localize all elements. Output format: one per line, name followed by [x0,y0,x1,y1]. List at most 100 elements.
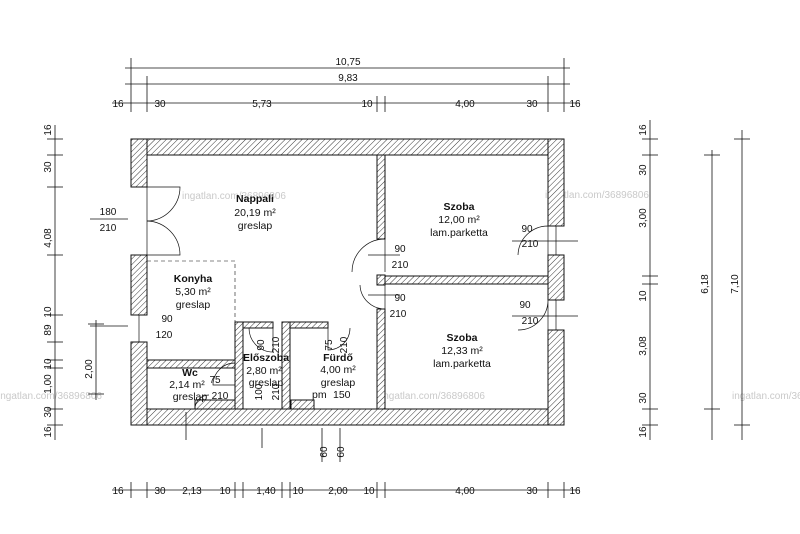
szoba1-window-swing [517,225,549,256]
szoba1-door-swing [351,238,386,273]
dimension-lines [47,58,750,498]
room-eloszoba: Előszoba 2,80 m² greslap [243,352,289,389]
watermark: ingatlan.com/36896806 [545,190,649,201]
dim-overall-width: 10,75 [335,57,360,68]
dim-left: 4,08 [43,228,54,248]
entry-door-swing-1 [146,186,181,222]
wall-eloszoba-top [242,321,274,329]
opening-height: 210 [392,260,409,271]
room-area: 12,33 m² [441,345,483,357]
dim-right-overall: 7,10 [730,274,741,294]
wall-top [130,138,565,156]
dim-bottom: 2,00 [328,486,348,497]
room-floor: greslap [249,377,284,389]
opening-width: 180 [100,207,117,218]
dim-left: 89 [43,324,54,336]
room-labels: Nappali 20,19 m² greslap Szoba 12,00 m² … [169,193,491,403]
dim-bottom: 16 [569,486,581,497]
opening-height: 210 [271,336,282,353]
wall-right-lower [547,329,565,426]
wall-furdo-top [289,321,329,329]
room-area: 5,30 m² [175,286,211,298]
room-floor: greslap [173,391,208,403]
room-area: 4,00 m² [320,364,356,376]
dim-left: 30 [43,406,54,418]
room-name: Wc [182,367,198,379]
opening-note: 150 [333,389,351,401]
opening-height: 120 [156,330,173,341]
opening-height: 210 [390,309,407,320]
dim-top: 16 [569,99,581,110]
dim-top: 30 [526,99,538,110]
wall-furdo-sill [290,399,315,410]
dim-bottom: 10 [219,486,231,497]
dim-inner-width: 9,83 [338,73,358,84]
opening-width: 90 [161,314,173,325]
watermark: ingatlan.com/36896806 [0,391,102,402]
room-wc: Wc 2,14 m² greslap [169,367,207,403]
dim-right: 16 [638,124,649,136]
dim-bottom: 30 [154,486,166,497]
kitchen-outline [147,260,236,322]
opening-height: 210 [100,223,117,234]
dim-left: 10 [43,306,54,318]
opening-width: 100 [254,383,265,400]
room-nappali: Nappali 20,19 m² greslap [234,193,276,232]
wall-inner-vertical [376,154,386,240]
dim-top: 16 [112,99,124,110]
opening-labels: 180 210 90 120 90 210 90 210 90 210 90 2… [100,207,539,458]
wall-inner-vertical-2 [376,274,386,286]
opening-mark: 60 [336,446,347,458]
opening-width: 90 [519,300,531,311]
opening-height: 210 [339,336,350,353]
dim-left: 16 [43,426,54,438]
dim-right: 3,08 [638,336,649,356]
wall-right-mid [547,254,565,301]
dim-right: 30 [638,164,649,176]
dim-right: 3,00 [638,208,649,228]
dim-top: 4,00 [455,99,475,110]
room-area: 2,80 m² [246,365,282,377]
room-name: Konyha [174,273,213,285]
wall-right-upper [547,138,565,227]
dim-bottom: 4,00 [455,486,475,497]
dim-bottom: 10 [363,486,375,497]
dim-bottom: 16 [112,486,124,497]
dimension-labels: 10,75 9,83 16 30 5,73 10 4,00 30 16 16 3… [43,57,741,497]
wall-bottom [130,408,565,426]
opening-width: 90 [394,244,406,255]
dim-left: 1,00 [43,374,54,394]
opening-width: 90 [256,339,267,351]
dim-right-overall: 6,18 [700,274,711,294]
wall-wc-bottom-sill [194,399,236,410]
opening-width: 90 [521,224,533,235]
dim-top: 30 [154,99,166,110]
wc-door-swing [212,362,236,386]
room-floor: lam.parketta [430,227,488,239]
opening-width: 75 [324,339,335,351]
dim-right: 10 [638,290,649,302]
opening-mark: 60 [319,446,330,458]
wall-left-upper [130,138,148,188]
wall-szoba-divider [384,275,549,285]
opening-width: 75 [209,375,221,386]
dim-left: 10 [43,358,54,370]
furdo-door-swing [327,327,351,351]
wall-left-mid [130,254,148,316]
opening-height: 210 [271,383,282,400]
opening-height: 210 [522,239,539,250]
room-floor: greslap [238,220,273,232]
dim-bottom: 30 [526,486,538,497]
szoba2-door-swing [359,284,386,310]
wc-window-swing [194,394,210,410]
dim-left: 16 [43,124,54,136]
room-name: Előszoba [243,352,289,364]
room-name: Szoba [444,201,475,213]
watermark-group: ingatlan.com/36896806 ingatlan.com/36896… [0,190,800,402]
eloszoba-door-swing [248,327,274,353]
room-name: Fürdő [323,352,353,364]
room-area: 2,14 m² [169,379,205,391]
dim-bottom: 2,13 [182,486,202,497]
dim-left: 30 [43,161,54,173]
